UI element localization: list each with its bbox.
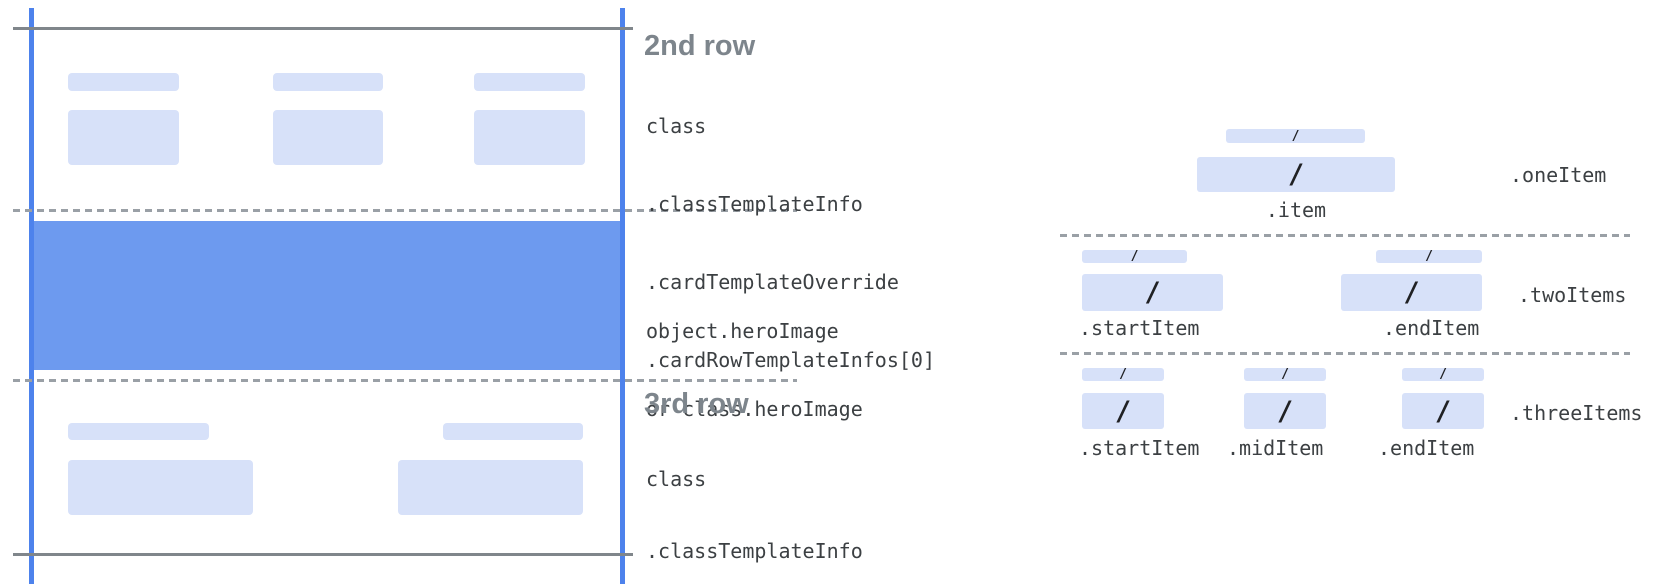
code-line: object.heroImage [646,319,839,343]
two-items-layout-name: .twoItems [1518,283,1627,307]
one-two-dashed-divider [1060,234,1630,237]
hero-image-band [34,221,620,370]
slash-glyph: / [1439,367,1447,382]
two-three-dashed-divider [1060,352,1630,355]
code-line: .cardTemplateOverride [646,270,899,294]
slash-glyph: / [1425,249,1433,264]
two-items-end-label: .endItem [1383,316,1480,340]
code-line: .classTemplateInfo [646,192,863,216]
two-items-end-label-placeholder: / [1376,249,1482,264]
two-items-start-value-placeholder: / [1082,274,1223,311]
three-items-mid-label-placeholder: / [1244,367,1326,382]
row3-start-value-placeholder [68,460,253,515]
two-items-end-value-placeholder: / [1341,274,1482,311]
code-line: .cardRowTemplateInfos[0] [646,348,935,372]
row3-heading: 3rd row [644,388,749,420]
two-items-start-label: .startItem [1079,316,1200,340]
three-items-layout-name: .threeItems [1510,401,1643,425]
one-item-layout-name: .oneItem [1510,163,1607,187]
row2-item3-value-placeholder [474,110,585,165]
row3-end-value-placeholder [398,460,583,515]
row2-item1-label-placeholder [68,73,179,91]
one-item-label-placeholder: / [1226,128,1365,144]
three-items-start-value-placeholder: / [1082,393,1164,429]
three-items-end-label-placeholder: / [1402,367,1484,382]
row2-item3-label-placeholder [474,73,585,91]
three-items-start-label: .startItem [1079,436,1200,460]
three-items-start-label-placeholder: / [1082,367,1164,382]
card-left-guide-line [29,8,34,584]
row2-heading: 2nd row [644,30,756,62]
one-item-item-label: .item [1265,198,1327,222]
two-items-start-label-placeholder: / [1082,249,1187,264]
slash-glyph: / [1281,367,1289,382]
three-items-end-value-placeholder: / [1402,393,1484,429]
row3-start-label-placeholder [68,423,209,440]
slash-glyph: / [1276,395,1294,427]
code-line: .classTemplateInfo [646,539,863,563]
hero-code-block: object.heroImage or class.heroImage [646,266,863,474]
slash-glyph: / [1130,249,1139,264]
slash-glyph: / [1119,367,1127,382]
slash-glyph: / [1291,128,1300,144]
slash-glyph: / [1144,277,1161,308]
code-line: class [646,114,707,138]
row3-end-label-placeholder [443,423,583,440]
row2-item2-value-placeholder [273,110,383,165]
row2-item2-label-placeholder [273,73,383,91]
row2-item1-value-placeholder [68,110,179,165]
row2-bottom-dashed-divider [13,209,797,212]
card-bottom-boundary-line [13,553,633,556]
three-items-mid-value-placeholder: / [1244,393,1326,429]
one-item-value-placeholder: / [1197,157,1395,192]
row2-code-block: class .classTemplateInfo .cardTemplateOv… [646,61,935,425]
three-items-end-label: .endItem [1378,436,1475,460]
card-right-guide-line [620,8,625,584]
code-line: or class.heroImage [646,397,863,421]
code-line: class [646,467,707,491]
three-items-mid-label: .midItem [1227,436,1324,460]
row3-code-block: class .classTemplateInfo .cardTemplateOv… [646,419,935,584]
slash-glyph: / [1287,159,1305,190]
card-top-boundary-line [13,27,633,30]
slash-glyph: / [1434,395,1452,427]
slash-glyph: / [1114,395,1132,427]
slash-glyph: / [1403,277,1420,308]
hero-bottom-dashed-divider [13,379,797,382]
